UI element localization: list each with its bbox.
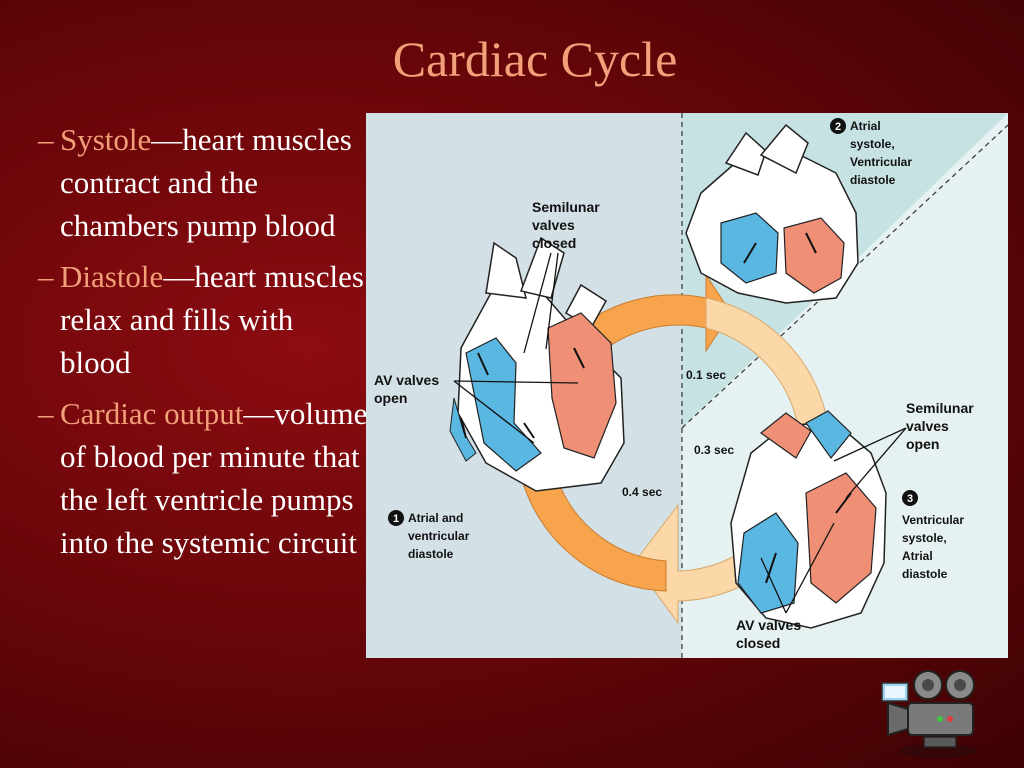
heart-diastole-illustration — [449, 236, 625, 492]
svg-text:Atrial: Atrial — [902, 549, 933, 563]
svg-text:diastole: diastole — [902, 567, 948, 581]
term-cardiac-output: Cardiac output — [60, 396, 244, 431]
svg-text:Ventricular: Ventricular — [902, 513, 964, 527]
pointer-lines — [453, 252, 907, 614]
phase-3-label: 3 Ventricular systole, Atrial diastole — [902, 490, 964, 581]
cardiac-output-definition: volume of blood per minute that the left… — [60, 396, 368, 560]
svg-text:Ventricular: Ventricular — [850, 155, 912, 169]
bullet-separator: — — [243, 396, 275, 431]
video-camera-icon[interactable] — [880, 665, 990, 760]
svg-text:2: 2 — [835, 121, 841, 133]
bullet-dash: – — [38, 259, 54, 294]
svg-text:Atrial: Atrial — [850, 119, 881, 133]
phase-2-label: 2 Atrial systole, Ventricular diastole — [830, 118, 912, 187]
bullet-list: –Systole—heart muscles contract and the … — [38, 118, 368, 572]
svg-text:diastole: diastole — [850, 173, 896, 187]
svg-text:systole,: systole, — [902, 531, 947, 545]
term-diastole: Diastole — [60, 259, 164, 294]
cycle-arrow-return — [523, 480, 667, 592]
bullet-diastole: –Diastole—heart muscles relax and fills … — [38, 255, 368, 384]
phase-divider-diagonal — [681, 124, 1008, 429]
bullet-cardiac-output: –Cardiac output—volume of blood per minu… — [38, 392, 368, 564]
slide-title: Cardiac Cycle — [392, 31, 678, 87]
term-systole: Systole — [60, 122, 152, 157]
svg-text:diastole: diastole — [408, 547, 454, 561]
time-0-1-sec: 0.1 sec — [686, 368, 726, 382]
bullet-separator: — — [151, 122, 183, 157]
svg-text:1: 1 — [393, 513, 399, 525]
bullet-separator: — — [163, 259, 195, 294]
svg-text:systole,: systole, — [850, 137, 895, 151]
systole-definition: heart muscles contract and the chambers … — [60, 122, 352, 243]
bullet-dash: – — [38, 396, 54, 431]
bullet-dash: – — [38, 122, 54, 157]
time-0-4-sec: 0.4 sec — [622, 485, 662, 499]
diastole-definition: heart muscles relax and fills with blood — [60, 259, 364, 380]
svg-text:Atrial and: Atrial and — [408, 511, 463, 525]
phase-1-label: 1 Atrial and ventricular diastole — [388, 510, 470, 561]
bullet-systole: –Systole—heart muscles contract and the … — [38, 118, 368, 247]
time-0-3-sec: 0.3 sec — [694, 443, 734, 457]
svg-text:ventricular: ventricular — [408, 529, 470, 543]
heart-atrial-systole-illustration — [685, 123, 859, 304]
svg-text:3: 3 — [907, 493, 913, 505]
